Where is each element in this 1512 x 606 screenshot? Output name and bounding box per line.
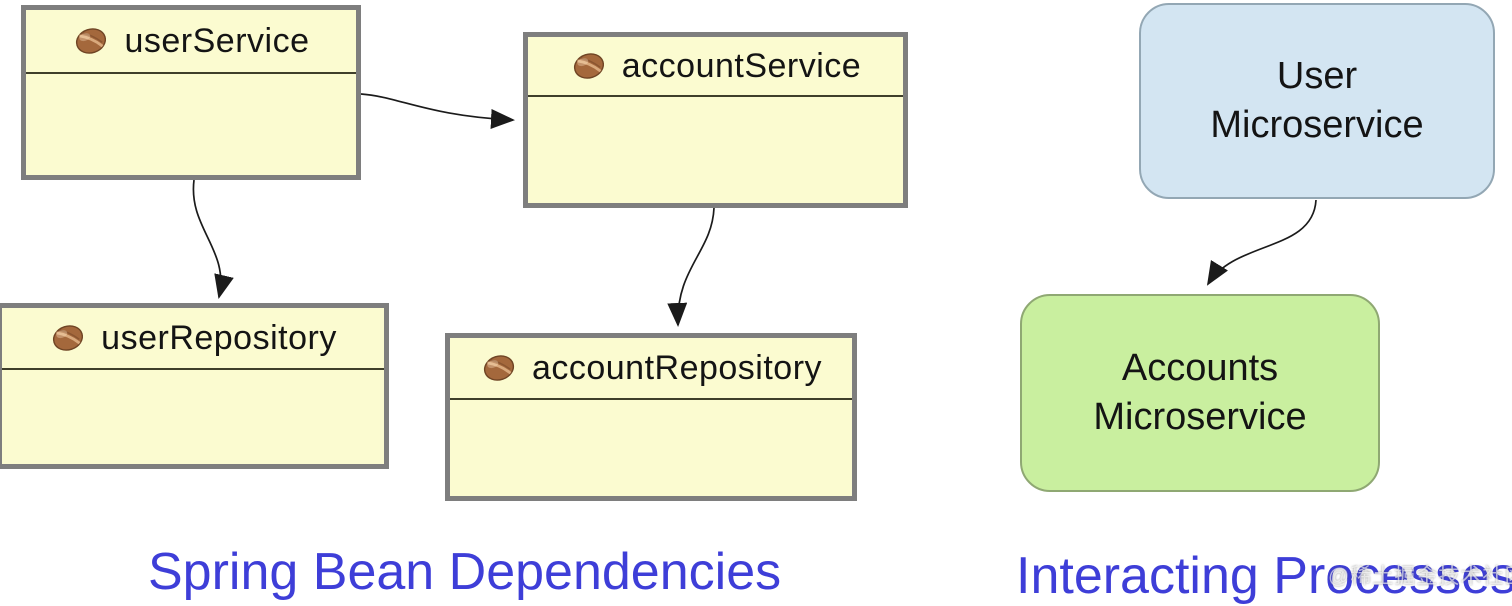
userrepository-body [2, 370, 384, 464]
bean-label: userRepository [101, 318, 337, 357]
caption-spring-bean-dependencies: Spring Bean Dependencies [148, 543, 782, 601]
spring-bean-icon [49, 322, 87, 354]
spring-bean-icon [72, 25, 110, 57]
accounts-microservice-node: Accounts Microservice [1020, 294, 1380, 492]
spring-bean-icon [480, 352, 518, 384]
accountrepository-node: accountRepository [445, 333, 857, 501]
bean-label: accountService [621, 46, 862, 85]
microservice-label: Accounts Microservice [1093, 346, 1307, 438]
accountservice-body [528, 97, 903, 203]
arrow-userservice-to-userrepository [192, 179, 234, 299]
accountrepository-body [450, 400, 852, 496]
arrow-userservice-to-accountservice [360, 93, 515, 129]
accountservice-title: accountService [528, 37, 903, 97]
userservice-title: userService [26, 10, 356, 74]
userservice-body [26, 74, 356, 175]
accountrepository-title: accountRepository [450, 338, 852, 400]
userservice-node: userService [21, 5, 361, 180]
bean-label: userService [124, 21, 310, 60]
userrepository-node: userRepository [0, 303, 389, 469]
watermark: @稀土掘金技术社区 [1328, 565, 1512, 588]
arrow-accountservice-to-accountrepository [667, 207, 715, 327]
arrow-usermicroservice-to-accountsmicroservice [1206, 199, 1317, 286]
spring-bean-icon [570, 50, 608, 82]
caption-interacting-processes: Interacting Processes [1016, 547, 1512, 605]
bean-label: accountRepository [531, 348, 823, 387]
accountservice-node: accountService [523, 32, 908, 208]
user-microservice-node: User Microservice [1139, 3, 1495, 199]
userrepository-title: userRepository [2, 308, 384, 370]
microservice-label: User Microservice [1210, 54, 1424, 146]
